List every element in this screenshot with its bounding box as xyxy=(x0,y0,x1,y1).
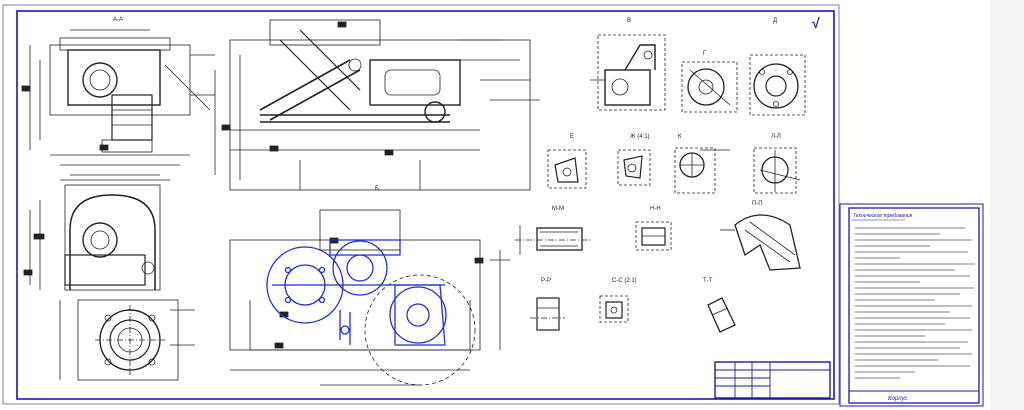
view-n-n: Н-Н xyxy=(635,206,672,251)
blue-gear-overlay xyxy=(266,239,447,346)
spec-footer: Корпус xyxy=(888,396,908,402)
view-b: Б xyxy=(214,19,540,192)
view-d: Д xyxy=(749,18,806,116)
view-label: A-A xyxy=(113,17,123,23)
view-g: Г xyxy=(681,51,738,113)
title-block xyxy=(714,361,831,399)
view-t-t: Т-Т xyxy=(703,278,736,333)
view-label: Г xyxy=(703,51,707,57)
spec-text-lines xyxy=(855,227,975,379)
view-label: М-М xyxy=(552,206,564,212)
spec-title: Технические требования xyxy=(853,213,913,219)
view-label: П-П xyxy=(752,201,763,207)
roughness-mark: √ xyxy=(812,15,820,31)
view-label: Л-Л xyxy=(771,134,781,140)
view-label: С-С (2:1) xyxy=(612,278,637,284)
view-s-s: С-С (2:1) xyxy=(599,278,637,323)
view-r-r: Р-Р xyxy=(530,278,565,331)
view-k: К xyxy=(674,134,730,194)
view-label: Н-Н xyxy=(650,206,661,212)
main-drawing-sheet: √ xyxy=(2,4,840,405)
view-label: Т-Т xyxy=(703,278,713,284)
spec-sheet: Технические требования xyxy=(839,203,984,407)
view-v: В xyxy=(590,18,666,111)
view-zh: Ж (4:1) xyxy=(617,134,651,186)
view-label: Р-Р xyxy=(541,278,551,284)
view-e: Е xyxy=(547,134,587,189)
view-round-flange xyxy=(59,299,195,381)
view-label: Е xyxy=(570,134,574,140)
view-a-a: A-A xyxy=(21,17,215,166)
view-l-l: Л-Л xyxy=(753,134,801,194)
view-label: Д xyxy=(773,18,777,24)
view-front-left xyxy=(23,174,170,291)
view-label: Ж (4:1) xyxy=(630,134,650,140)
view-label: Б xyxy=(375,186,379,192)
view-m-m: М-М xyxy=(515,206,590,255)
view-p-p: П-П xyxy=(720,201,801,271)
view-label: В xyxy=(627,18,631,24)
view-label: К xyxy=(678,134,682,140)
